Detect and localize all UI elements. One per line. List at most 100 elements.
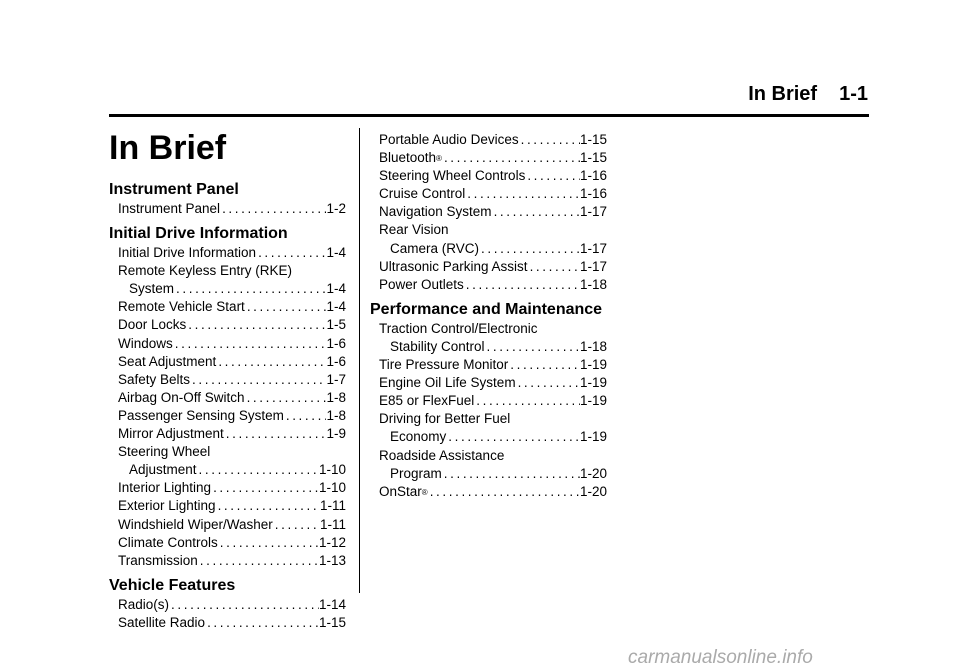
- dot-leader: ........................................: [258, 245, 326, 261]
- toc-entry[interactable]: Interior Lighting.......................…: [118, 479, 346, 497]
- entry-page-number: 1-8: [326, 389, 346, 405]
- toc-entry[interactable]: Navigation System.......................…: [379, 203, 607, 221]
- dot-leader: ........................................: [174, 335, 327, 351]
- entry-page-number: 1-10: [318, 462, 346, 478]
- toc-entry[interactable]: Door Locks..............................…: [118, 316, 346, 334]
- entry-page-number: 1-15: [579, 132, 607, 147]
- entry-label: Portable Audio Devices: [379, 132, 519, 147]
- dot-leader: ........................................: [467, 186, 580, 202]
- dot-leader: ........................................: [448, 429, 580, 445]
- entry-page-number: 1-11: [319, 516, 346, 532]
- entry-label: Camera (RVC): [390, 240, 480, 256]
- toc-entry[interactable]: Seat Adjustment.........................…: [118, 353, 346, 371]
- dot-leader: ........................................: [520, 132, 580, 147]
- toc-entry[interactable]: Passenger Sensing System................…: [118, 407, 346, 425]
- toc-entry[interactable]: Remote Vehicle Start....................…: [118, 298, 346, 316]
- entry-label: Navigation System: [379, 204, 492, 220]
- entry-label: Engine Oil Life System: [379, 375, 516, 391]
- toc-entry[interactable]: Windows.................................…: [118, 335, 346, 353]
- chapter-title: In Brief: [109, 129, 227, 167]
- entry-page-number: 1-16: [579, 186, 607, 202]
- toc-entry[interactable]: OnStar®.................................…: [379, 483, 607, 501]
- toc-entry[interactable]: Climate Controls........................…: [118, 534, 346, 552]
- toc-entry[interactable]: Tire Pressure Monitor...................…: [379, 356, 607, 374]
- entry-label: Stability Control: [390, 338, 485, 354]
- entry-label: Mirror Adjustment: [118, 426, 224, 442]
- dot-leader: ........................................: [219, 534, 319, 550]
- entry-label: System: [129, 281, 175, 297]
- entry-label: Seat Adjustment: [118, 353, 217, 369]
- entry-label: Initial Drive Information: [118, 245, 257, 261]
- section-heading: Vehicle Features: [109, 576, 236, 594]
- toc-entry[interactable]: Bluetooth®..............................…: [379, 149, 607, 167]
- entry-page-number: 1-4: [326, 281, 346, 297]
- entry-label: Remote Vehicle Start: [118, 299, 245, 315]
- entry-page-number: 1-16: [579, 168, 607, 184]
- toc-entry[interactable]: Steering Wheel Controls.................…: [379, 167, 607, 185]
- toc-entry[interactable]: E85 or FlexFuel.........................…: [379, 392, 607, 410]
- toc-entry[interactable]: Safety Belts............................…: [118, 371, 346, 389]
- dot-leader: ........................................: [476, 393, 580, 409]
- dot-leader: ........................................: [510, 357, 580, 373]
- entry-page-number: 1-19: [579, 357, 607, 373]
- entry-page-number: 1-8: [326, 407, 346, 423]
- entry-label: Tire Pressure Monitor: [379, 357, 509, 373]
- entry-page-number: 1-5: [326, 317, 346, 333]
- entry-page-number: 1-19: [579, 375, 607, 391]
- dot-leader: ........................................: [246, 299, 327, 315]
- entry-page-number: 1-14: [318, 596, 346, 612]
- entry-label: Radio(s): [118, 596, 170, 612]
- toc-entry[interactable]: Transmission............................…: [118, 552, 346, 570]
- entry-label: Passenger Sensing System: [118, 407, 284, 423]
- dot-leader: ........................................: [217, 498, 320, 514]
- section-heading: Performance and Maintenance: [370, 300, 603, 318]
- toc-entry[interactable]: Satellite Radio.........................…: [118, 614, 346, 632]
- toc-entry[interactable]: Portable Audio Devices..................…: [379, 131, 607, 149]
- toc-entry[interactable]: Exterior Lighting.......................…: [118, 497, 346, 515]
- entry-label: Safety Belts: [118, 371, 191, 387]
- entry-page-number: 1-18: [579, 276, 607, 292]
- dot-leader: ........................................: [529, 258, 580, 274]
- entry-page-number: 1-4: [326, 245, 346, 261]
- toc-entry[interactable]: Engine Oil Life System..................…: [379, 374, 607, 392]
- toc-entry[interactable]: Remote Keyless Entry (RKE)System........…: [118, 262, 346, 298]
- toc-entry[interactable]: Ultrasonic Parking Assist...............…: [379, 258, 607, 276]
- section-heading: Initial Drive Information: [109, 225, 288, 243]
- dot-leader: ........................................: [527, 168, 580, 184]
- toc-entry[interactable]: Airbag On-Off Switch....................…: [118, 389, 346, 407]
- entry-label: OnStar: [379, 483, 422, 499]
- toc-entry[interactable]: Mirror Adjustment.......................…: [118, 425, 346, 443]
- toc-entry[interactable]: Initial Drive Information...............…: [118, 244, 346, 262]
- toc-entry[interactable]: Cruise Control..........................…: [379, 185, 607, 203]
- toc-entry[interactable]: Instrument Panel........................…: [118, 200, 346, 218]
- entry-label: Power Outlets: [379, 276, 464, 292]
- entry-label: Economy: [390, 429, 447, 445]
- column-divider: [359, 128, 360, 593]
- entry-page-number: 1-17: [579, 240, 607, 256]
- entry-page-number: 1-6: [326, 335, 346, 351]
- entry-label: Adjustment: [129, 462, 197, 478]
- dot-leader: ........................................: [465, 276, 580, 292]
- dot-leader: ........................................: [486, 338, 580, 354]
- entry-label: Climate Controls: [118, 534, 218, 550]
- entry-page-number: 1-2: [326, 201, 346, 216]
- dot-leader: ........................................: [274, 516, 320, 532]
- entry-page-number: 1-15: [579, 150, 607, 166]
- toc-entry[interactable]: Power Outlets...........................…: [379, 276, 607, 294]
- entry-page-number: 1-19: [579, 429, 607, 445]
- toc-entry[interactable]: Radio(s)................................…: [118, 596, 346, 614]
- dot-leader: ........................................: [213, 480, 319, 496]
- entry-page-number: 1-17: [579, 258, 607, 274]
- toc-entry[interactable]: Windshield Wiper/Washer.................…: [118, 516, 346, 534]
- entry-page-number: 1-6: [326, 353, 346, 369]
- dot-leader: ........................................: [429, 483, 580, 499]
- dot-leader: ........................................: [443, 465, 580, 481]
